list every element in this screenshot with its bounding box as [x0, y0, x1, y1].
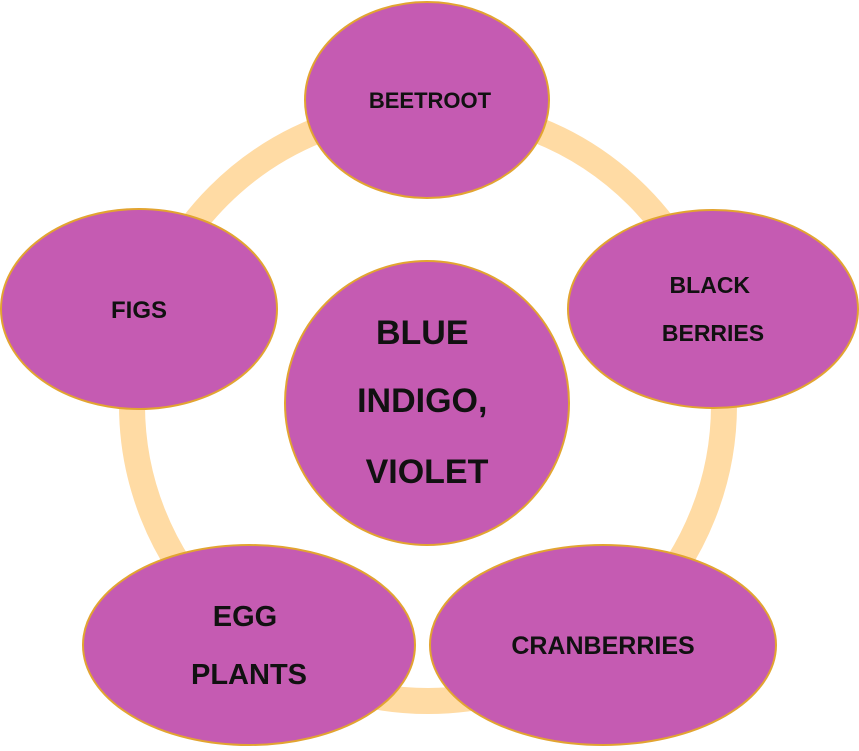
node-figs-label: FIGS — [111, 297, 167, 324]
node-blackberries-line-2: BERRIES — [662, 320, 764, 346]
node-egg-plants-line-2: PLANTS — [191, 659, 307, 691]
node-beetroot-label: BEETROOT — [369, 88, 492, 113]
node-cranberries-label: CRANBERRIES — [511, 632, 694, 660]
node-figs-line-1: FIGS — [111, 297, 167, 324]
node-egg-plants: EGG PLANTS — [82, 544, 416, 746]
center-line-1: BLUE — [376, 314, 469, 352]
node-cranberries-line-1: CRANBERRIES — [511, 632, 694, 660]
node-cranberries-shape — [429, 544, 777, 746]
node-egg-plants-label: EGG PLANTS — [191, 601, 307, 691]
center-node: BLUE INDIGO, VIOLET — [284, 260, 570, 546]
node-beetroot-shape — [304, 1, 550, 199]
node-blackberries-shape — [567, 209, 859, 409]
node-blackberries-label: BLACK BERRIES — [662, 272, 764, 346]
node-beetroot: BEETROOT — [304, 1, 550, 199]
center-line-3: VIOLET — [366, 453, 489, 491]
node-beetroot-line-1: BEETROOT — [369, 88, 492, 113]
node-blackberries-line-1: BLACK — [670, 272, 751, 298]
node-figs-shape — [0, 208, 278, 410]
node-egg-plants-shape — [82, 544, 416, 746]
node-cranberries: CRANBERRIES — [429, 544, 777, 746]
node-blackberries: BLACK BERRIES — [567, 209, 859, 409]
node-figs: FIGS — [0, 208, 278, 410]
center-node-label: BLUE INDIGO, VIOLET — [357, 314, 497, 491]
node-egg-plants-line-1: EGG — [213, 601, 277, 633]
center-line-2: INDIGO, — [357, 382, 487, 420]
center-node-shape — [284, 260, 570, 546]
